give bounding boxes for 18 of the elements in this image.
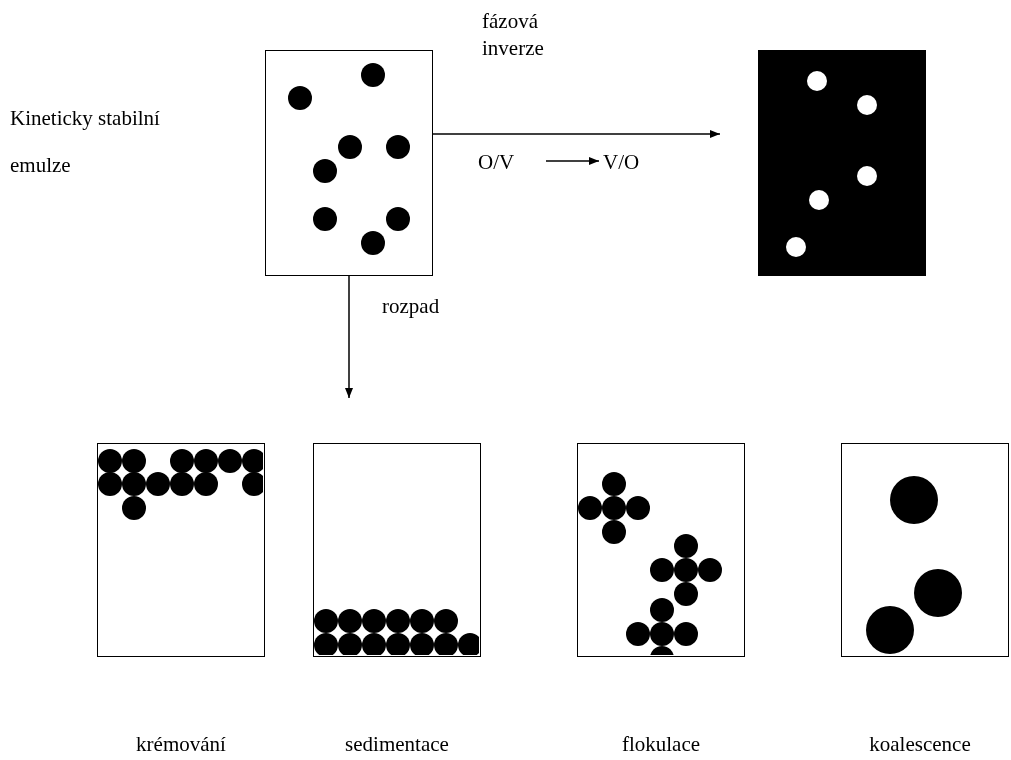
node-label: koalescence [868, 731, 972, 758]
arrow [545, 157, 600, 165]
node-label: flokulace [620, 731, 702, 758]
arrow [345, 275, 353, 399]
node-label: krémování [135, 731, 227, 758]
emulsion-container [313, 443, 481, 657]
emulsion-container [265, 50, 433, 276]
phase-label: O/V [478, 148, 542, 176]
node-label: sedimentace [344, 731, 450, 758]
edge-label: fázová inverze [482, 8, 545, 62]
emulsion-container [841, 443, 1009, 657]
text-label: Kineticky stabilní emulze [10, 105, 161, 179]
arrow [432, 130, 721, 138]
emulsion-container [577, 443, 745, 657]
emulsion-container [97, 443, 265, 657]
edge-label: rozpad [382, 293, 441, 320]
phase-label: V/O [603, 148, 663, 176]
emulsion-container [758, 50, 926, 276]
